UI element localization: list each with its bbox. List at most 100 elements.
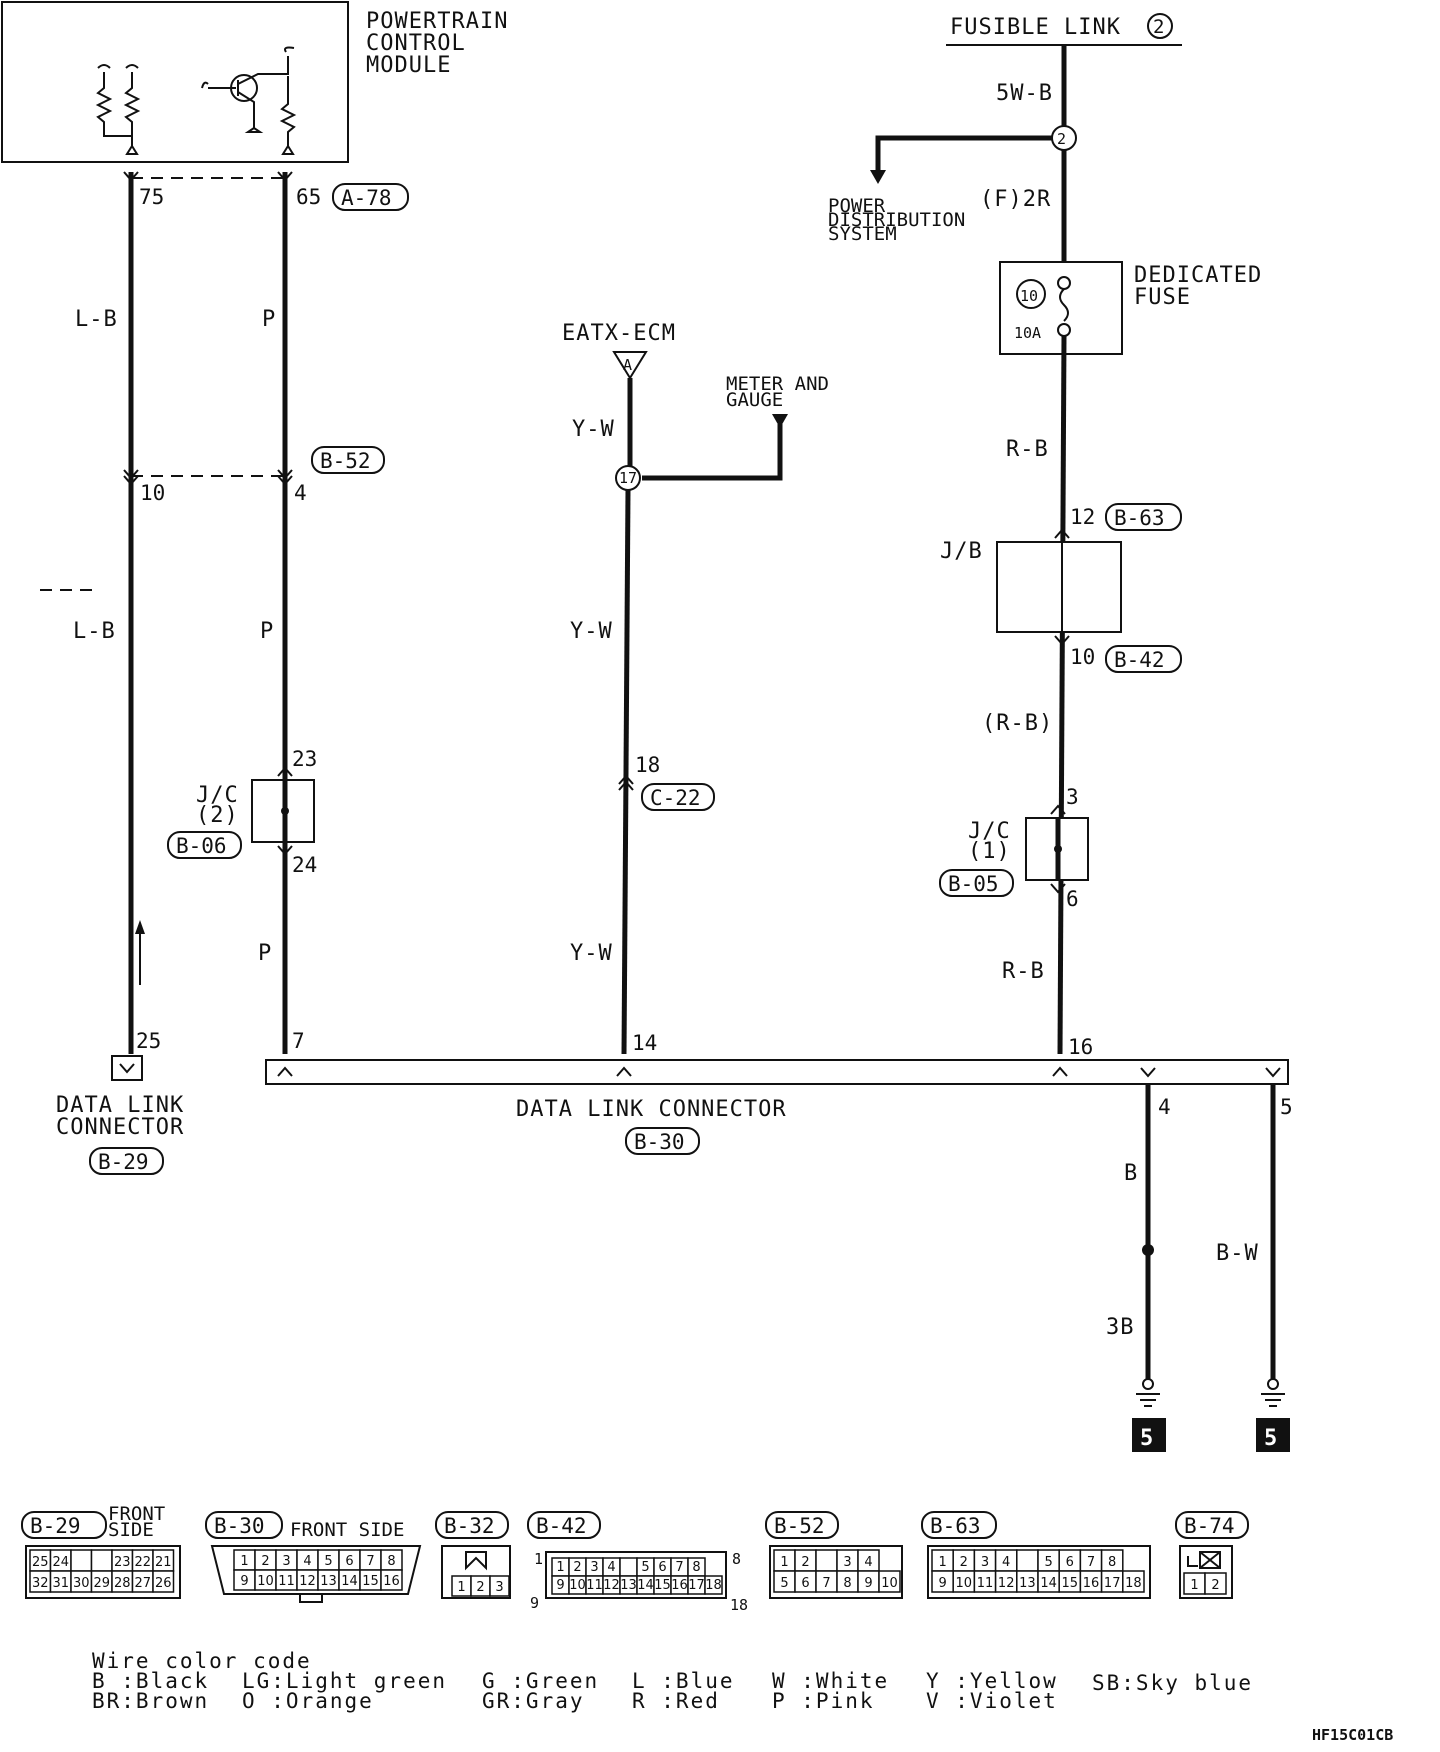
cavity-number: 3	[843, 1555, 851, 1570]
legend-item: W :White	[772, 1669, 889, 1693]
cavity-number: 15	[1062, 1576, 1079, 1591]
connector-tag-b29: B-29	[89, 1147, 164, 1175]
cavity-number: 9	[938, 1576, 946, 1591]
cavity-number: 5	[324, 1554, 332, 1569]
svg-text:9: 9	[530, 1594, 539, 1612]
cavity-number: 17	[1104, 1576, 1121, 1591]
pcm-internal-transistor-icon	[201, 46, 297, 155]
cavity-number: 13	[620, 1578, 637, 1593]
cavity-number: 6	[345, 1554, 353, 1569]
cavity-number: 14	[637, 1578, 654, 1593]
cavity-number: 7	[1087, 1555, 1095, 1570]
connector-cavity	[70, 1549, 93, 1572]
pin-3: 3	[1066, 785, 1079, 809]
wire-label-p-lower: P	[258, 941, 272, 966]
cavity-number: 2	[801, 1555, 809, 1570]
wire-label-lb-upper: L-B	[75, 307, 118, 332]
cavity-number: 12	[603, 1578, 620, 1593]
cavity-number: 31	[52, 1576, 69, 1591]
wire-p-pcm-to-b30	[277, 171, 293, 1054]
cavity-number: 15	[654, 1578, 671, 1593]
svg-text:8: 8	[732, 1550, 741, 1568]
cavity-number: 1	[457, 1580, 465, 1595]
cavity-number: 14	[1040, 1576, 1057, 1591]
cavity-number: 16	[671, 1578, 688, 1593]
cavity-number: 8	[1108, 1555, 1116, 1570]
cavity-number: 1	[240, 1554, 248, 1569]
connector-cavity	[878, 1570, 901, 1593]
cavity-number: 4	[607, 1560, 615, 1575]
cavity-number: 14	[341, 1574, 358, 1589]
cavity-number: 1	[938, 1555, 946, 1570]
cavity-number: 8	[692, 1560, 700, 1575]
cavity-number: 10	[257, 1574, 274, 1589]
pin-65: 65	[296, 185, 321, 209]
connector-tag-c22: C-22	[641, 783, 715, 811]
pin-14: 14	[632, 1031, 657, 1055]
meter-gauge-arrow-icon	[772, 414, 788, 428]
cavity-number: 4	[303, 1554, 311, 1569]
cavity-number: 16	[1083, 1576, 1100, 1591]
svg-text:B-63: B-63	[1114, 506, 1165, 530]
cavity-number: 13	[1019, 1576, 1036, 1591]
cavity-number: 4	[864, 1555, 872, 1570]
svg-text:2: 2	[1057, 130, 1066, 148]
cavity-number: 26	[155, 1576, 172, 1591]
jc2-label: J/C(2)	[196, 783, 239, 828]
wire-label-5wb: 5W-B	[996, 81, 1053, 106]
connector-cavity	[380, 1569, 403, 1591]
connector-tag-b42: B-42	[1105, 645, 1182, 673]
cavity-number: 2	[960, 1555, 968, 1570]
cavity-number: 15	[362, 1574, 379, 1589]
fusible-link-number-icon: 2	[1147, 13, 1173, 39]
wire-label-lb-lower: L-B	[73, 619, 116, 644]
connector-cavity	[704, 1575, 723, 1595]
connector-cavity	[152, 1570, 175, 1593]
wire-label-rb-paren: (R-B)	[982, 711, 1053, 736]
cavity-number: 10	[569, 1578, 586, 1593]
dlc-b30-bar	[265, 1059, 1289, 1085]
wire-label-yw-lower: Y-W	[570, 941, 613, 966]
connector-tag-b52: B-52	[311, 446, 385, 474]
wire-label-p-mid: P	[260, 619, 274, 644]
wire-label-rb-lower: R-B	[1002, 959, 1045, 984]
pcm-internal-resistors-icon	[95, 64, 141, 155]
legend-item: Y :Yellow	[926, 1669, 1058, 1693]
pin-10-b52: 10	[140, 481, 165, 505]
cavity-number: 28	[114, 1576, 131, 1591]
fusible-link-label: FUSIBLE LINK	[950, 15, 1121, 40]
legend-item: GR:Gray	[482, 1689, 585, 1713]
cavity-number: 3	[495, 1580, 503, 1595]
legend-item: V :Violet	[926, 1689, 1058, 1713]
joint-connector-1	[1025, 804, 1089, 894]
cavity-number: 21	[155, 1555, 172, 1570]
pin-10-b42: 10	[1070, 645, 1095, 669]
svg-text:B-52: B-52	[320, 449, 371, 473]
svg-text:B-29: B-29	[30, 1514, 81, 1538]
cavity-number: 6	[658, 1560, 666, 1575]
legend-item: G :Green	[482, 1669, 599, 1693]
svg-text:B-52: B-52	[774, 1514, 825, 1538]
jc1-label: J/C(1)	[968, 819, 1011, 864]
wire-to-meter-gauge	[642, 424, 783, 481]
cavity-number: 13	[320, 1574, 337, 1589]
svg-text:5: 5	[1264, 1426, 1278, 1451]
junction-block-box	[996, 541, 1122, 633]
cavity-number: 23	[114, 1555, 131, 1570]
cavity-number: 22	[134, 1555, 151, 1570]
cavity-number: 16	[383, 1574, 400, 1589]
wire-label-3b: 3B	[1106, 1315, 1135, 1340]
cavity-number: 29	[93, 1576, 110, 1591]
legend-item: SB:Sky blue	[1092, 1671, 1253, 1695]
cavity-number: 11	[977, 1576, 994, 1591]
pin-6: 6	[1066, 887, 1079, 911]
connector-cavity	[815, 1549, 838, 1572]
cavity-number: 6	[1066, 1555, 1074, 1570]
